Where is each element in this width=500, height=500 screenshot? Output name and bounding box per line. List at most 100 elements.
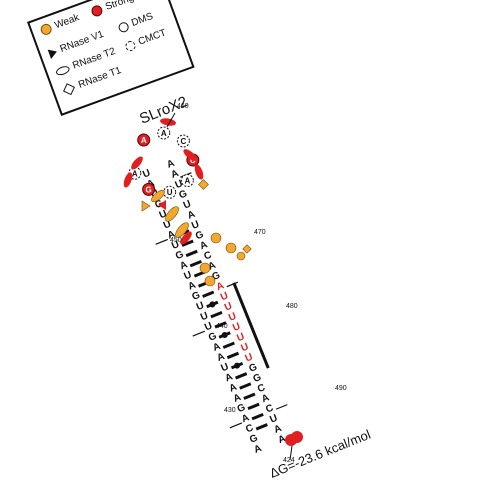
nucleotide: U: [203, 321, 214, 334]
loop-nucleotide: A: [157, 126, 171, 140]
pair-bar: [189, 259, 202, 268]
nucleotide: U: [182, 270, 193, 283]
position-424: 424: [283, 457, 295, 464]
helix-group: AGCAGAAAUAAGUUUGAUAGUAUUGUAU AAUCACGGUUU…: [141, 158, 288, 456]
reactivity-markers: [123, 118, 303, 461]
nucleotide: C: [244, 423, 255, 436]
pair-bar: [251, 412, 264, 421]
pair-bar: [255, 423, 268, 431]
open-circle-icon: [117, 20, 130, 34]
nucleotide: G: [252, 372, 264, 385]
t1-diamond-weak: [198, 179, 209, 190]
nucleotide: A: [178, 259, 189, 272]
nucleotide: U: [220, 361, 231, 374]
v1-triangle-strong: [158, 200, 166, 210]
pair-bar: [185, 249, 198, 258]
weak-dot-icon: [39, 22, 54, 37]
tick-460: [166, 112, 176, 128]
nucleotide: C: [264, 403, 275, 416]
nucleotide: G: [207, 331, 219, 344]
nucleotide: A: [232, 392, 243, 405]
nucleotide: C: [202, 250, 213, 263]
position-480: 480: [286, 303, 298, 310]
nucleotide: G: [210, 270, 222, 283]
nucleotide: U: [141, 168, 152, 181]
nucleotide: G: [177, 188, 189, 201]
legend-strong: Strong: [89, 0, 135, 18]
loop-nucleotide: A: [137, 133, 151, 147]
nucleotide: A: [186, 209, 197, 222]
strong-ellipse: [123, 172, 133, 188]
cmct-circle: [157, 126, 171, 140]
strong-ellipse: [131, 156, 143, 170]
wobble-dot: [209, 301, 216, 308]
nucleotide: A: [224, 372, 235, 385]
nucleotide: U: [235, 331, 246, 344]
ellipse-icon: [54, 64, 71, 77]
legend-weak: Weak: [39, 12, 81, 37]
loop-letter: U: [167, 188, 173, 197]
loop-letter: A: [141, 136, 147, 145]
nucleotide: A: [253, 443, 264, 456]
strong-ellipse: [180, 231, 192, 245]
pair-bar: [247, 402, 260, 411]
strong-ellipse: [194, 164, 204, 180]
position-numbers: 424 430 440 450 460 470 480 490: [170, 103, 347, 464]
loop-nucleotide: G: [142, 182, 156, 196]
weak-dot: [210, 232, 222, 244]
strong-dot: [137, 133, 151, 147]
weak-dot: [204, 275, 216, 287]
nucleotide: G: [248, 362, 260, 375]
nucleotide: A: [277, 433, 288, 446]
position-460: 460: [177, 103, 189, 110]
nucleotide: U: [162, 219, 173, 232]
nucleotide: G: [248, 433, 260, 446]
nucleotide: G: [174, 249, 186, 262]
pair-bar: [210, 310, 223, 319]
nucleotide: A: [228, 382, 239, 395]
loop-nucleotide: A: [180, 174, 194, 188]
weak-dot: [225, 242, 237, 254]
nucleotide: A: [215, 280, 226, 293]
pair-bar: [181, 239, 194, 247]
loop-nucleotide: C: [176, 134, 190, 148]
position-470: 470: [254, 229, 266, 236]
nucleotide: U: [158, 208, 169, 221]
nucleotide: A: [166, 229, 177, 242]
triangle-icon: [47, 46, 59, 59]
pair-bar: [202, 290, 215, 298]
t1-diamond-weak: [242, 244, 252, 254]
nucleotide: U: [231, 321, 242, 334]
loop-nucleotide: U: [163, 185, 177, 199]
nucleotide: A: [211, 341, 222, 354]
legend-weak-label: Weak: [53, 12, 81, 32]
legend-dms-label: DMS: [130, 10, 155, 29]
nucleotide: U: [182, 199, 193, 212]
nucleotide: A: [165, 158, 176, 171]
nucleotide: U: [219, 290, 230, 303]
pair-bar: [226, 351, 240, 360]
position-450: 450: [170, 237, 182, 244]
nucleotide: C: [256, 382, 267, 395]
legend-cmct: CMCT: [123, 27, 168, 53]
loop-letter: A: [161, 129, 167, 138]
nucleotide: U: [268, 413, 279, 426]
pair-bar: [222, 341, 235, 349]
nucleotide: G: [236, 402, 248, 415]
weak-ellipse: [165, 206, 179, 222]
legend-rnase-t1-label: RNase T1: [76, 65, 123, 91]
nucleotide: U: [244, 352, 255, 365]
nucleotide: A: [260, 392, 271, 405]
strong-dot: [291, 431, 303, 443]
wobble-dot: [221, 332, 228, 339]
pair-bar: [243, 392, 256, 400]
nucleotide: G: [194, 229, 206, 242]
legend-dms: DMS: [117, 11, 155, 34]
v1-triangle-weak: [141, 200, 151, 212]
pair-bar: [235, 372, 248, 380]
nucleotide: A: [273, 423, 284, 436]
weak-dot: [199, 262, 211, 274]
loop-letter: A: [132, 169, 138, 178]
